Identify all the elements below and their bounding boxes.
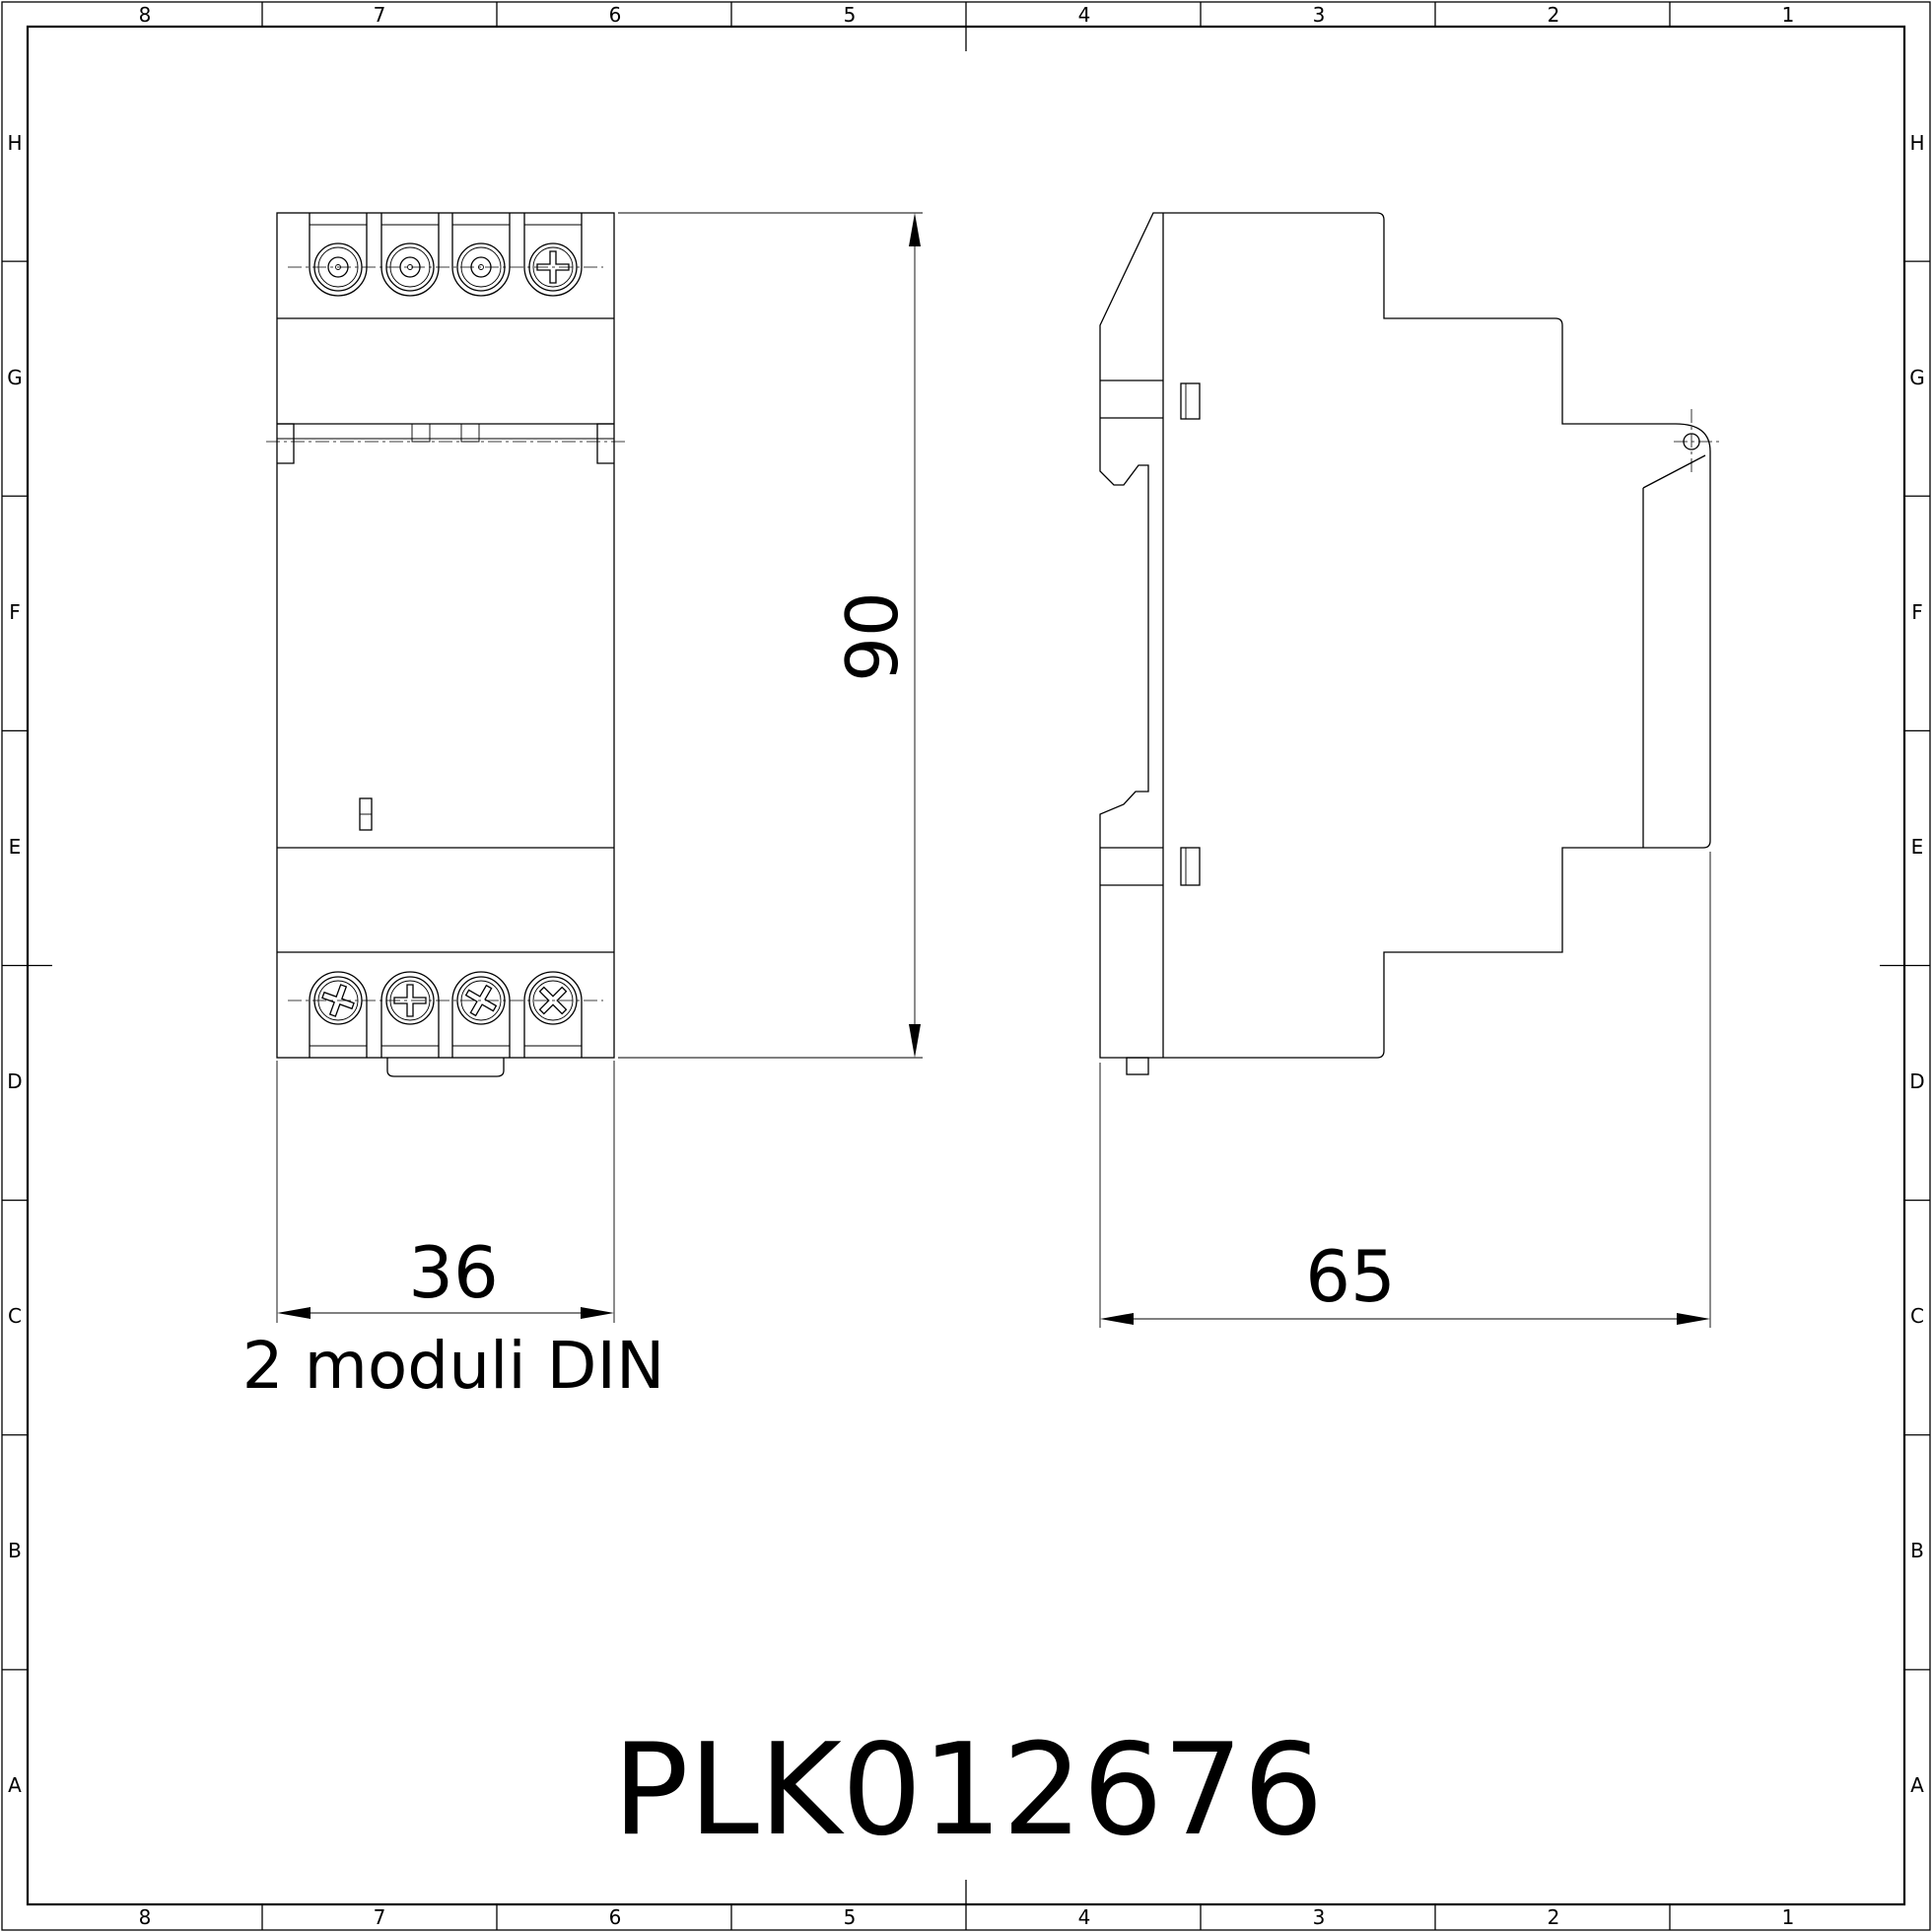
module-note: 2 moduli DIN (242, 1328, 665, 1404)
column-label: 5 (844, 1905, 857, 1929)
row-labels-right: H G F E D C B A (1909, 131, 1925, 1797)
row-label: G (7, 366, 23, 389)
terminal-cross-slot (464, 984, 498, 1017)
column-label: 8 (139, 1905, 152, 1929)
column-label: 1 (1782, 1905, 1795, 1929)
terminal-clamp (523, 971, 583, 1058)
front-body-outline (276, 212, 615, 1059)
side-front-bevel-top (1642, 454, 1706, 489)
column-label: 2 (1548, 1905, 1560, 1929)
row-label: H (1909, 131, 1924, 155)
row-label: A (8, 1773, 22, 1797)
side-din-foot (1126, 1057, 1149, 1075)
front-bottom-terminals (309, 971, 583, 1058)
terminal-clamp (451, 213, 511, 297)
front-left-clip-tab (277, 423, 295, 464)
front-top-latch-right (460, 423, 480, 443)
front-top-terminals (309, 213, 583, 297)
terminal-clamp (309, 213, 368, 297)
width-arrow-left (277, 1307, 310, 1319)
side-view (1099, 212, 1723, 1075)
column-label: 5 (844, 3, 857, 27)
column-label: 3 (1313, 1905, 1326, 1929)
terminal-cross-slot-shape (393, 984, 427, 1017)
column-label: 7 (374, 3, 386, 27)
terminal-clamp (309, 971, 368, 1058)
front-din-latch (386, 1058, 505, 1077)
terminal-clamp (380, 213, 440, 297)
terminal-cross-slot-shape (464, 984, 498, 1017)
row-label: H (7, 131, 22, 155)
row-label: G (1909, 366, 1925, 389)
terminal-clamp (380, 971, 440, 1058)
side-slot-top (1180, 382, 1201, 420)
row-labels-left: H G F E D C B A (7, 131, 23, 1797)
front-view (266, 212, 626, 1077)
depth-dimension-label: 65 (1305, 1235, 1396, 1318)
row-label: F (9, 600, 21, 624)
row-label: E (9, 835, 22, 859)
row-label: D (1909, 1070, 1924, 1093)
front-top-latch-left (411, 423, 431, 443)
height-dimension-label: 90 (831, 591, 914, 682)
height-arrow-top (909, 213, 921, 246)
depth-arrow-left (1100, 1313, 1134, 1325)
column-label: 3 (1313, 3, 1326, 27)
terminal-cross-slot (393, 984, 427, 1017)
front-right-clip-tab (596, 423, 614, 464)
column-label: 4 (1078, 1905, 1091, 1929)
column-label: 7 (374, 1905, 386, 1929)
row-label: C (1910, 1304, 1924, 1328)
terminal-cross-slot (538, 986, 568, 1015)
column-label: 1 (1782, 3, 1795, 27)
column-label: 6 (609, 3, 622, 27)
terminal-cross-slot-shape (536, 250, 570, 284)
row-label: F (1911, 600, 1923, 624)
terminal-clamp (451, 971, 511, 1058)
width-arrow-right (581, 1307, 614, 1319)
terminal-cross-slot-shape (538, 986, 568, 1015)
drawing-code: PLK012676 (612, 1717, 1323, 1864)
row-label: B (8, 1539, 22, 1562)
depth-arrow-right (1677, 1313, 1710, 1325)
sheet-inner-border (26, 25, 1906, 1906)
terminal-cross-slot-shape (321, 984, 355, 1017)
column-labels-bottom: 8 7 6 5 4 3 2 1 (139, 1905, 1795, 1929)
width-dimension-label: 36 (408, 1231, 499, 1314)
row-label: D (7, 1070, 22, 1093)
side-profile-outline (1163, 212, 1711, 1059)
height-arrow-bottom (909, 1024, 921, 1058)
column-labels-top: 8 7 6 5 4 3 2 1 (139, 3, 1795, 27)
terminal-clamp (523, 213, 583, 297)
width-dimension: 36 2 moduli DIN (242, 1061, 665, 1404)
terminal-cross-slot (536, 250, 570, 284)
height-dimension: 90 (618, 212, 923, 1059)
side-slot-bottom (1180, 847, 1201, 886)
row-label: B (1910, 1539, 1924, 1562)
row-label: C (8, 1304, 22, 1328)
column-label: 2 (1548, 3, 1560, 27)
row-label: A (1910, 1773, 1924, 1797)
depth-dimension: 65 (1099, 852, 1711, 1328)
column-label: 4 (1078, 3, 1091, 27)
row-label: E (1911, 835, 1924, 859)
column-label: 8 (139, 3, 152, 27)
side-din-clip-top (1099, 212, 1163, 1059)
column-label: 6 (609, 1905, 622, 1929)
terminal-cross-slot (321, 984, 355, 1017)
